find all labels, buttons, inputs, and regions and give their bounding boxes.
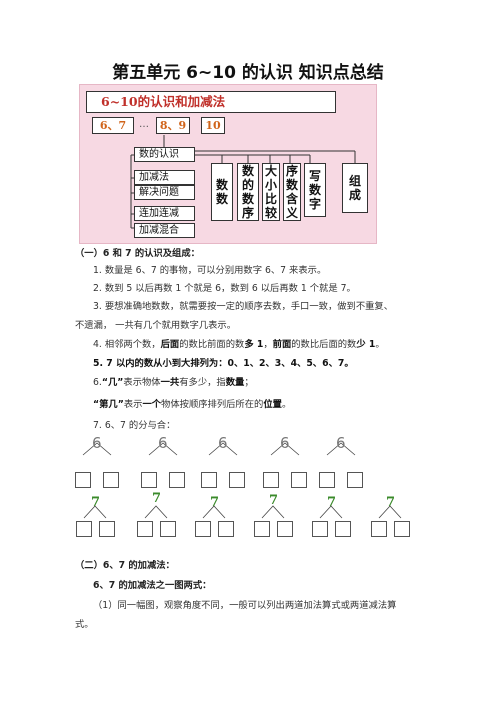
section2-heading: （二）6、7 的加减法： — [75, 560, 175, 571]
text-part: 有多少，指 — [179, 377, 226, 388]
text-part: 物体按顺序排列后所在的 — [161, 399, 264, 410]
bold-part: 位置 — [263, 399, 282, 410]
answer-box[interactable] — [160, 521, 176, 537]
concept-writing-digits: 写数字 — [304, 163, 326, 217]
answer-box[interactable] — [277, 521, 293, 537]
section1-item4: 4. 相邻两个数，后面的数比前面的数多 1，前面的数比后面的数少 1。 — [93, 339, 385, 351]
tree-root: 6 — [336, 434, 346, 452]
text-part: 表示 — [123, 399, 143, 410]
text-part: ， — [263, 339, 273, 350]
concept-ordinal-meaning: 序数含义 — [283, 163, 301, 221]
section2-para: （1）同一幅图，观察角度不同，一般可以列出两道加法算式或两道减法算 — [93, 600, 397, 611]
answer-box[interactable] — [201, 472, 217, 488]
bold-part: “几” — [101, 377, 124, 388]
answer-box[interactable] — [75, 472, 91, 488]
number-box-10: 10 — [201, 117, 225, 134]
answer-box[interactable] — [141, 472, 157, 488]
tree-root: 7 — [152, 491, 162, 506]
section1-heading: （一）6 和 7 的认识及组成： — [75, 248, 200, 259]
answer-box[interactable] — [291, 472, 307, 488]
tree-root: 7 — [269, 493, 279, 508]
topic-number-recognition: 数的认识 — [134, 147, 195, 162]
number-box-8-9: 8、9 — [156, 117, 190, 134]
answer-box[interactable] — [103, 472, 119, 488]
tree-root: 7 — [386, 495, 396, 510]
answer-box[interactable] — [394, 521, 410, 537]
answer-box[interactable] — [263, 472, 279, 488]
tree-root: 6 — [280, 434, 290, 452]
tree-root: 7 — [327, 495, 337, 510]
answer-box[interactable] — [218, 521, 234, 537]
concept-number-order: 数的数序 — [237, 163, 259, 221]
tree-root: 6 — [158, 434, 168, 452]
bold-part: 数量 — [225, 377, 245, 388]
text-part: 的数比前面的数 — [179, 339, 245, 350]
section1-item3-cont: 不遗漏， 一共有几个就用数字几表示。 — [75, 320, 237, 331]
bold-part: 少 1 — [356, 339, 376, 350]
concept-comparison: 大小比较 — [262, 163, 280, 221]
tree-root: 7 — [210, 495, 220, 510]
section2-para-cont: 式。 — [75, 619, 94, 630]
answer-box[interactable] — [347, 472, 363, 488]
answer-box[interactable] — [312, 521, 328, 537]
tree-root: 6 — [218, 434, 228, 452]
tree-root: 6 — [92, 434, 102, 452]
text-part: 6. — [93, 377, 102, 388]
answer-box[interactable] — [371, 521, 387, 537]
section1-item2: 2. 数到 5 以后再数 1 个就是 6，数到 6 以后再数 1 个就是 7。 — [93, 283, 356, 294]
section1-item6: 6.“几”表示物体一共有多少，指数量； — [93, 377, 254, 389]
section1-item1: 1. 数量是 6、7 的事物，可以分别用数字 6、7 来表示。 — [93, 265, 327, 276]
answer-box[interactable] — [195, 521, 211, 537]
section1-item3: 3. 要想准确地数数，就需要按一定的顺序去数，手口一致，做到不重复、 — [93, 301, 394, 312]
topic-addition-subtraction: 加减法 — [134, 170, 195, 185]
answer-box[interactable] — [137, 521, 153, 537]
bold-part: 后面 — [160, 339, 180, 350]
text-part: ； — [244, 377, 254, 388]
text-part: 的数比后面的数 — [291, 339, 357, 350]
knowledge-diagram: 6~10的认识和加减法 6、7 … 8、9 10 数的认识 加减法 解决问题 连… — [79, 84, 377, 244]
concept-counting: 数数 — [211, 163, 233, 221]
section1-item5: 5. 7 以内的数从小到大排列为：0、1、2、3、4、5、6、7。 — [93, 358, 354, 369]
text-part: 。 — [281, 399, 292, 410]
page-title: 第五单元 6~10 的认识 知识点总结 — [112, 63, 384, 83]
text-part: 。 — [375, 339, 385, 350]
section1-item6b: “第几”表示一个物体按顺序排列后所在的位置。 — [93, 399, 291, 411]
topic-mixed-ops: 加减混合 — [134, 223, 195, 238]
section2-subheading: 6、7 的加减法之一图两式： — [93, 580, 212, 591]
bold-part: 一共 — [160, 377, 180, 388]
answer-box[interactable] — [99, 521, 115, 537]
number-box-6-7: 6、7 — [92, 117, 134, 134]
bold-part: “第几” — [93, 399, 124, 410]
section1-item7: 7. 6、7 的分与合： — [93, 420, 176, 431]
topic-problem-solving: 解决问题 — [134, 185, 195, 200]
text-part: 表示物体 — [123, 377, 161, 388]
topic-consecutive-ops: 连加连减 — [134, 206, 195, 221]
answer-box[interactable] — [319, 472, 335, 488]
answer-box[interactable] — [229, 472, 245, 488]
diagram-header: 6~10的认识和加减法 — [86, 91, 336, 113]
answer-box[interactable] — [254, 521, 270, 537]
diagram-connectors — [130, 135, 356, 229]
bold-part: 前面 — [272, 339, 292, 350]
answer-box[interactable] — [335, 521, 351, 537]
bold-part: 一个 — [142, 399, 162, 410]
bold-part: 多 1 — [244, 339, 264, 350]
answer-box[interactable] — [76, 521, 92, 537]
text-part: 4. 相邻两个数， — [93, 339, 161, 350]
concept-composition: 组成 — [342, 163, 368, 213]
tree-root: 7 — [91, 495, 101, 510]
answer-box[interactable] — [169, 472, 185, 488]
ellipsis: … — [139, 119, 149, 130]
